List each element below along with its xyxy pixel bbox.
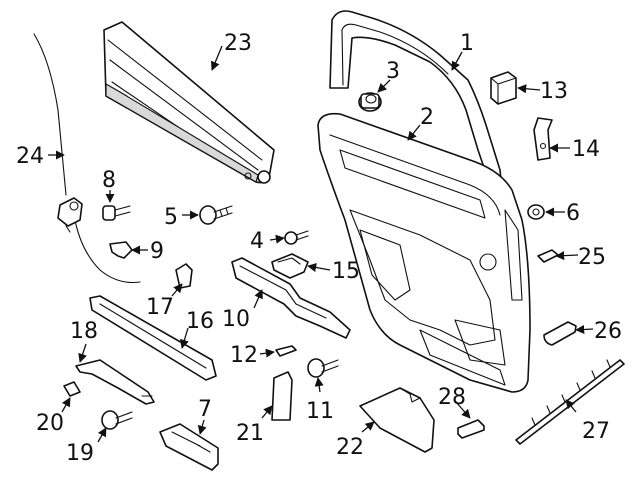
part-10-pull-handle — [231, 257, 351, 339]
callout-26: 26 — [594, 319, 622, 344]
callout-15: 15 — [332, 259, 360, 284]
callout-3: 3 — [386, 59, 400, 84]
callout-7: 7 — [198, 397, 212, 422]
part-16-trim-strip — [89, 295, 217, 381]
callout-25: 25 — [578, 245, 606, 270]
part-6-push-pin — [527, 204, 545, 220]
callout-2: 2 — [420, 105, 434, 130]
callout-numbers: 1 2 3 4 5 6 7 8 9 10 11 12 13 14 15 16 1… — [16, 31, 622, 466]
part-17-clip — [175, 263, 193, 289]
leader-lines — [48, 45, 594, 443]
part-19-screw — [101, 410, 133, 430]
callout-16: 16 — [186, 309, 214, 334]
part-14-bracket — [533, 117, 553, 161]
callout-18: 18 — [70, 319, 98, 344]
part-8-bolt — [102, 205, 131, 221]
part-28-cap — [457, 419, 485, 439]
part-9-clip — [109, 241, 133, 259]
part-23-window-shade — [103, 21, 275, 184]
callout-20: 20 — [36, 411, 64, 436]
part-1-door-frame-seal — [329, 10, 503, 191]
callout-10: 10 — [222, 307, 250, 332]
callout-13: 13 — [540, 79, 568, 104]
part-11-screw — [307, 358, 339, 378]
callout-17: 17 — [146, 295, 174, 320]
callout-1: 1 — [460, 31, 474, 56]
callout-27: 27 — [582, 419, 610, 444]
part-7-switch-bezel — [159, 423, 219, 471]
part-15-insert — [271, 253, 309, 279]
part-21-wedge — [271, 371, 293, 421]
part-3-clip — [358, 92, 382, 112]
part-4-screw — [284, 230, 309, 245]
callout-19: 19 — [66, 441, 94, 466]
part-5-screw — [199, 205, 233, 225]
part-20-block — [63, 381, 81, 397]
part-18-bracket — [75, 359, 155, 405]
callout-21: 21 — [236, 421, 264, 446]
part-12-pad — [275, 345, 297, 357]
part-22-cover — [359, 387, 435, 453]
callout-11: 11 — [306, 399, 334, 424]
callout-8: 8 — [102, 168, 116, 193]
callout-5: 5 — [164, 205, 178, 230]
callout-14: 14 — [572, 137, 600, 162]
callout-9: 9 — [150, 239, 164, 264]
callout-12: 12 — [230, 343, 258, 368]
part-26-cover — [543, 321, 577, 346]
part-24-cable — [33, 33, 141, 284]
part-25-pad — [537, 249, 559, 263]
part-2-door-trim-panel — [317, 112, 531, 393]
callout-24: 24 — [16, 144, 44, 169]
callout-23: 23 — [224, 31, 252, 56]
part-13-block — [490, 71, 517, 105]
callout-6: 6 — [566, 201, 580, 226]
callout-22: 22 — [336, 435, 364, 460]
callout-28: 28 — [438, 385, 466, 410]
callout-4: 4 — [250, 229, 264, 254]
